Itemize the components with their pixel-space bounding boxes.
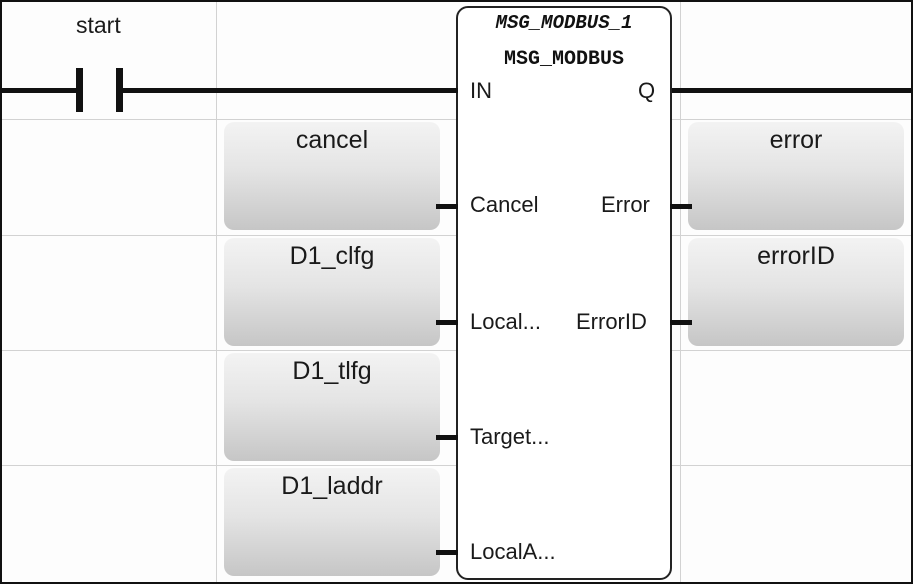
input-variable-d1-clfg[interactable]: D1_clfg	[224, 238, 440, 346]
block-type-name: MSG_MODBUS	[503, 48, 625, 71]
pin-target-stub	[436, 435, 458, 440]
pin-error-stub	[670, 204, 692, 209]
rung-wire-to-block	[120, 88, 458, 93]
input-variable-d1-laddr[interactable]: D1_laddr	[224, 468, 440, 576]
input-variable-d1-tlfg[interactable]: D1_tlfg	[224, 353, 440, 461]
output-variable-errorid[interactable]: errorID	[688, 238, 904, 346]
output-variable-error[interactable]: error	[688, 122, 904, 230]
pin-target: Target...	[470, 424, 550, 449]
rung-wire-output	[670, 88, 911, 93]
contact-left-bar[interactable]	[76, 68, 83, 112]
pin-errorid-stub	[670, 320, 692, 325]
pin-local-stub	[436, 320, 458, 325]
pin-in-stub	[436, 88, 458, 93]
pin-cancel: Cancel	[470, 192, 539, 217]
block-instance-name[interactable]: MSG_MODBUS_1	[495, 12, 633, 34]
pin-q: Q	[638, 78, 656, 103]
pin-errorid: ErrorID	[576, 309, 647, 334]
input-variable-cancel[interactable]: cancel	[224, 122, 440, 230]
pin-cancel-stub	[436, 204, 458, 209]
rung-wire-left	[2, 88, 80, 93]
pin-locala-stub	[436, 550, 458, 555]
grid-column-line	[216, 2, 217, 582]
function-block[interactable]: MSG_MODBUS_1 MSG_MODBUS	[456, 6, 672, 580]
contact-label: start	[76, 12, 121, 38]
grid-column-line	[680, 2, 681, 582]
pin-local: Local...	[470, 309, 541, 334]
contact-right-bar[interactable]	[116, 68, 123, 112]
pin-locala: LocalA...	[470, 539, 556, 564]
pin-in: IN	[470, 78, 492, 103]
pin-error: Error	[601, 192, 650, 217]
